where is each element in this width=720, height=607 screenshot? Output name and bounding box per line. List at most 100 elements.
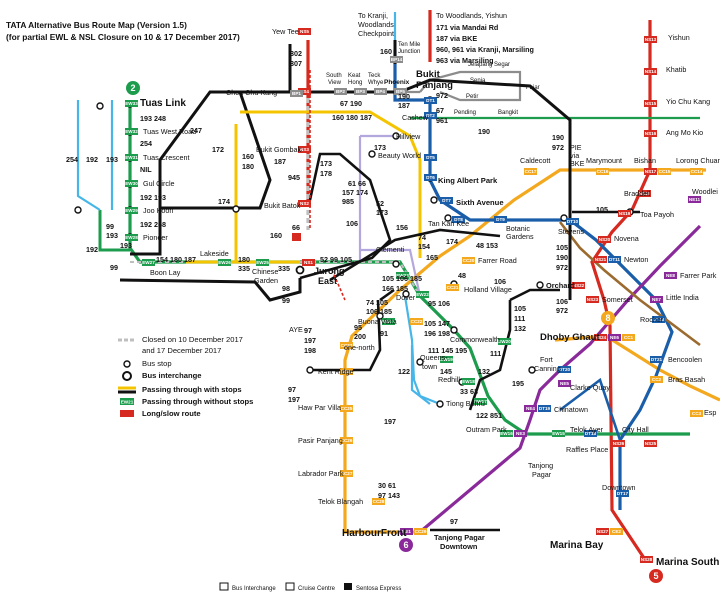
nsl-badge	[649, 569, 663, 583]
label-orchard: Orchard	[546, 281, 575, 290]
svg-text:NS20: NS20	[599, 237, 611, 242]
label-little-india: Little India	[666, 293, 699, 302]
label-choa-chu-kang: Choa Chu Kang	[226, 88, 277, 97]
label-marina-south-pier: Marina South P	[656, 557, 720, 568]
svg-text:972: 972	[552, 143, 564, 152]
label-chinese-garden-2: Garden	[254, 276, 278, 285]
kranji-note-1: To Kranji,	[358, 11, 388, 20]
svg-text:NE6: NE6	[610, 335, 619, 340]
svg-text:DT19: DT19	[539, 406, 551, 411]
ccl-line	[343, 168, 706, 534]
footer-sentosa-express: Sentosa Express	[356, 586, 401, 592]
svg-text:EW21: EW21	[382, 319, 395, 324]
svg-text:EW31: EW31	[125, 155, 138, 160]
label-tuas-crescent: Tuas Crescent	[143, 153, 189, 162]
svg-text:52 99 105: 52 99 105	[320, 255, 352, 264]
svg-text:BP2: BP2	[336, 89, 345, 94]
label-lorong-chuan: Lorong Chuan	[676, 156, 720, 165]
svg-text:193: 193	[106, 155, 118, 164]
label-gul-circle: Gul Circle	[143, 179, 175, 188]
map-title: TATA Alternative Bus Route Map (Version …	[6, 20, 187, 30]
svg-text:EW22: EW22	[416, 292, 429, 297]
label-bras-basah: Bras Basah	[668, 375, 705, 384]
label-somerset: Somerset	[602, 295, 633, 304]
svg-text:CC3: CC3	[692, 411, 702, 416]
svg-text:EW23: EW23	[396, 273, 409, 278]
svg-text:196 198: 196 198	[424, 329, 450, 338]
svg-text:173: 173	[374, 143, 386, 152]
legend-closed-2: and 17 December 2017	[142, 346, 221, 355]
label-braddell: Braddell	[624, 189, 651, 198]
nsl-badge-label: 5	[653, 571, 658, 581]
label-yio-chu-kang: Yio Chu Kang	[666, 97, 710, 106]
svg-text:EW28: EW28	[125, 235, 138, 240]
svg-text:190: 190	[556, 253, 568, 262]
label-tanjong-pagar-dt-2: Downtown	[440, 542, 478, 551]
svg-text:CC26: CC26	[341, 438, 353, 443]
label-marymount: Marymount	[586, 156, 622, 165]
label-fort-canning-1: Fort	[540, 355, 553, 364]
svg-text:DT1: DT1	[426, 98, 435, 103]
label-fort-canning-2: Canning	[534, 364, 561, 373]
label-aye: AYE	[289, 325, 303, 334]
svg-text:CE2: CE2	[612, 529, 621, 534]
label-south-view-1: South	[326, 73, 342, 79]
svg-text:NE1: NE1	[402, 529, 411, 534]
svg-text:98: 98	[282, 284, 290, 293]
label-south-view-2: View	[328, 80, 342, 86]
label-novena: Novena	[614, 234, 639, 243]
svg-text:BP4: BP4	[376, 89, 385, 94]
svg-text:DT11: DT11	[609, 257, 620, 262]
svg-text:174: 174	[446, 237, 458, 246]
label-lakeside: Lakeside	[200, 249, 229, 258]
svg-text:NS14: NS14	[645, 69, 657, 74]
svg-text:154: 154	[418, 242, 430, 251]
label-pending: Pending	[454, 110, 476, 116]
svg-text:180: 180	[238, 255, 250, 264]
svg-text:961: 961	[436, 116, 448, 125]
label-jurong-east-1: Jurong	[314, 266, 345, 276]
label-clarke-quay: Clarke Quay	[570, 383, 610, 392]
svg-text:160: 160	[242, 152, 254, 161]
label-bukit-gombak: Bukit Gombak	[256, 145, 302, 154]
svg-text:67 190: 67 190	[340, 99, 362, 108]
label-tanjong-pagar-2: Pagar	[532, 470, 552, 479]
svg-text:193: 193	[120, 241, 132, 250]
tel-line	[558, 221, 701, 347]
lavender-route	[358, 134, 422, 297]
label-joo-koon: Joo Koon	[143, 206, 173, 215]
legend-bus-interchange: Bus interchange	[142, 371, 202, 380]
svg-text:160: 160	[380, 47, 392, 56]
svg-text:154 180 187: 154 180 187	[156, 255, 196, 264]
label-haw-par-villa: Haw Par Villa	[298, 403, 341, 412]
label-redhill: Redhill	[438, 375, 460, 384]
svg-text:NS19: NS19	[619, 211, 631, 216]
label-farrer-park: Farrer Park	[680, 271, 717, 280]
svg-text:BP1: BP1	[292, 91, 301, 96]
svg-text:99: 99	[110, 263, 118, 272]
svg-text:972: 972	[556, 306, 568, 315]
svg-text:DT8: DT8	[454, 217, 463, 222]
svg-text:61 66: 61 66	[348, 179, 366, 188]
label-labrador-park: Labrador Park	[298, 469, 344, 478]
svg-text:197: 197	[384, 417, 396, 426]
svg-text:NS18: NS18	[639, 191, 651, 196]
svg-text:192: 192	[86, 155, 98, 164]
svg-text:CC1: CC1	[624, 335, 634, 340]
svg-text:BP5: BP5	[396, 89, 405, 94]
label-raffles-place: Raffles Place	[566, 445, 608, 454]
woodlands-note-1: To Woodlands, Yishun	[436, 11, 507, 20]
label-teck-whye-1: Teck	[368, 73, 381, 79]
svg-text:247: 247	[190, 126, 202, 135]
label-kent-ridge: Kent Ridge	[318, 367, 354, 376]
svg-text:254: 254	[140, 139, 152, 148]
svg-text:122: 122	[398, 367, 410, 376]
svg-text:EW26: EW26	[218, 260, 231, 265]
svg-text:187: 187	[398, 101, 410, 110]
svg-text:190: 190	[552, 133, 564, 142]
line-badges: 2 5 6 8	[126, 81, 663, 583]
svg-text:945: 945	[288, 173, 300, 182]
label-boon-lay: Boon Lay	[150, 268, 181, 277]
label-tanjong-pagar-dt-1: Tanjong Pagar	[434, 533, 485, 542]
label-petir: Petir	[466, 94, 478, 100]
